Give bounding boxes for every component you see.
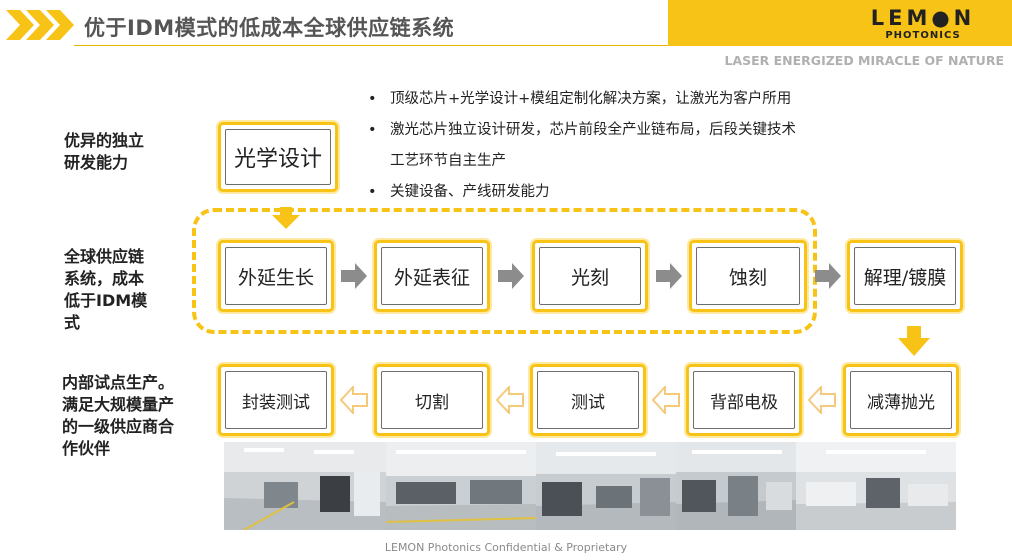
chevron-decoration-icon [6,10,74,40]
label-line: 系统，成本 [64,269,145,288]
label-line: 低于IDM模 [64,291,148,310]
bullet-continuation: 工艺环节自主生产 [390,153,506,169]
box-label: 减薄抛光 [867,392,935,413]
box-label: 外延表征 [393,266,470,289]
box-packaging-test: 封装测试 [218,364,334,436]
box-epitaxial-characterization: 外延表征 [374,240,490,312]
box-label: 解理/镀膜 [863,266,947,289]
title-underline [74,45,674,46]
logo-subtitle: PHOTONICS [885,30,961,41]
box-label: 测试 [571,392,605,413]
label-line: 优异的独立 [64,131,145,150]
box-label: 蚀刻 [728,266,767,289]
label-line: 内部试点生产。 [62,373,175,392]
arrow-right-icon [656,263,682,289]
arrow-left-icon [496,386,524,414]
cleanroom-photo [536,442,676,530]
box-cleaving-coating: 解理/镀膜 [847,240,963,312]
box-testing: 测试 [530,364,646,436]
arrow-right-icon [341,263,367,289]
arrow-down-icon [272,207,300,229]
label-line: 满足大规模量产 [62,395,175,414]
box-label: 切割 [415,392,449,413]
cleanroom-photo [676,442,796,530]
box-label: 外延生长 [237,266,314,289]
bullet-list: • 顶级芯片+光学设计+模组定制化解决方案，让激光为客户所用 • 激光芯片独立设计研… [368,84,796,208]
arrow-down-icon [898,326,930,356]
label-line: 全球供应链 [64,247,145,266]
box-thinning-polishing: 减薄抛光 [843,364,959,436]
bullet-item: • 顶级芯片+光学设计+模组定制化解决方案，让激光为客户所用 [368,84,796,115]
label-inhouse-production: 内部试点生产。 满足大规模量产 的一级供应商合 作伙伴 [62,372,174,460]
box-label: 背部电极 [710,392,778,413]
bullet-text: 顶级芯片+光学设计+模组定制化解决方案，让激光为客户所用 [390,91,792,107]
box-backside-electrode: 背部电极 [686,364,802,436]
box-lithography: 光刻 [532,240,648,312]
label-line: 研发能力 [64,153,129,172]
cleanroom-photo [224,442,386,530]
bullet-item: • 关键设备、产线研发能力 [368,177,796,208]
cleanroom-photo [386,442,536,530]
arrow-left-icon [808,386,836,414]
logo-banner [668,0,1012,46]
bullet-marker: • [368,184,377,200]
bullet-item: • 激光芯片独立设计研发，芯片前段全产业链布局，后段关键技术 [368,115,796,146]
box-label: 光刻 [570,266,609,289]
arrow-right-icon [498,263,524,289]
box-dicing: 切割 [374,364,490,436]
label-independent-rd: 优异的独立 研发能力 [64,130,144,174]
box-epitaxial-growth: 外延生长 [218,240,334,312]
label-line: 作伙伴 [62,439,111,458]
box-etching: 蚀刻 [689,240,807,312]
tagline: LASER ENERGIZED MIRACLE OF NATURE [724,53,1004,68]
bullet-text: 激光芯片独立设计研发，芯片前段全产业链布局，后段关键技术 [390,122,796,138]
bullet-text: 关键设备、产线研发能力 [390,184,550,200]
box-label: 光学设计 [233,147,322,172]
label-line: 式 [64,313,81,332]
page-title: 优于IDM模式的低成本全球供应链系统 [84,16,455,40]
label-supply-chain: 全球供应链 系统，成本 低于IDM模 式 [64,246,147,334]
arrow-left-icon [652,386,680,414]
footer-confidential: LEMON Photonics Confidential & Proprieta… [384,541,628,554]
box-label: 封装测试 [242,392,310,413]
logo: LEM●N [870,6,976,30]
bullet-marker: • [368,122,377,138]
cleanroom-photo [796,442,956,530]
bullet-marker: • [368,91,377,107]
box-optical-design: 光学设计 [218,122,338,192]
label-line: 的一级供应商合 [62,417,175,436]
arrow-right-icon [815,263,841,289]
arrow-left-icon [340,386,368,414]
